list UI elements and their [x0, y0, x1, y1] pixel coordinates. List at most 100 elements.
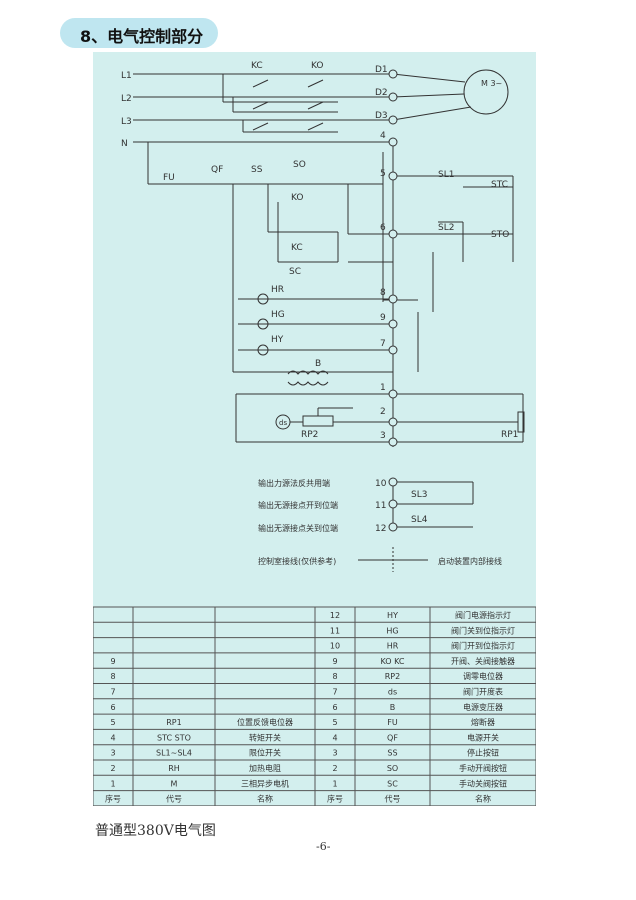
terminal-11: 11	[375, 501, 386, 511]
line-label-n: N	[121, 139, 128, 149]
table-cell: 5	[332, 718, 337, 727]
table-cell: QF	[387, 733, 398, 742]
table-cell: 名称	[257, 794, 273, 804]
table-cell: 3	[110, 749, 115, 758]
terminal-1: 1	[380, 383, 386, 393]
table-cell: 7	[332, 688, 337, 697]
label-ds: ds	[279, 419, 287, 427]
label-kc-aux: KC	[291, 243, 303, 253]
table-cell: 名称	[475, 794, 491, 804]
table-cell: 停止按钮	[467, 748, 499, 758]
label-hy: HY	[271, 335, 284, 345]
table-cell: RH	[168, 764, 180, 773]
terminal-7: 7	[380, 339, 386, 349]
wiring-diagram: L1 L2 L3 N KC KO D1 D2 D3 4 5 6 8 9 7 1 …	[93, 61, 536, 806]
terminal-8: 8	[380, 288, 386, 298]
label-b: B	[315, 359, 321, 369]
table-cell: 阀门开度表	[463, 687, 503, 697]
table-cell: 6	[110, 703, 115, 712]
terminal-6: 6	[380, 223, 386, 233]
table-cell: SL1~SL4	[156, 749, 192, 758]
table-cell: 9	[332, 657, 337, 666]
table-cell: HR	[387, 642, 399, 651]
table-cell: 限位开关	[249, 748, 281, 758]
label-sl4: SL4	[411, 515, 428, 525]
table-cell: B	[390, 703, 396, 712]
table-cell: 调零电位器	[463, 671, 503, 681]
table-cell: 3	[332, 749, 337, 758]
table-cell: 8	[332, 672, 337, 681]
table-cell: SO	[387, 764, 398, 773]
table-cell: 阀门关到位指示灯	[451, 625, 515, 635]
table-cell: 序号	[327, 794, 343, 804]
note-control-room: 控制室接线(仅供参考)	[258, 556, 336, 566]
table-cell: ds	[388, 688, 397, 697]
table-cell: RP1	[166, 718, 181, 727]
terminal-3: 3	[380, 431, 386, 441]
page-number: -6-	[316, 840, 331, 853]
label-ko-aux: KO	[291, 193, 304, 203]
table-cell: 开阀、关阀接触器	[451, 656, 515, 666]
note-terminal-12: 输出无源接点关到位端	[258, 523, 338, 533]
table-cell: FU	[387, 718, 398, 727]
label-stc: STC	[491, 180, 508, 190]
terminal-2: 2	[380, 407, 386, 417]
table-cell: STC STO	[157, 733, 191, 742]
table-cell: 12	[330, 611, 340, 620]
table-cell: 9	[110, 657, 115, 666]
label-sto: STO	[491, 230, 509, 240]
label-hr: HR	[271, 285, 284, 295]
table-cell: 5	[110, 718, 115, 727]
table-cell: 电源开关	[467, 732, 499, 742]
table-cell: 6	[332, 703, 337, 712]
label-kc: KC	[251, 61, 263, 71]
table-cell: KO KC	[380, 657, 404, 666]
table-cell: SC	[387, 779, 398, 788]
terminal-d2: D2	[375, 88, 388, 98]
table-cell: 手动关阀按钮	[459, 778, 507, 788]
table-cell: 三相异步电机	[241, 778, 289, 788]
table-cell: SS	[387, 749, 397, 758]
table-cell: 代号	[166, 794, 182, 804]
table-cell: 2	[110, 764, 115, 773]
line-label-l3: L3	[121, 117, 132, 127]
section-title: 8、电气控制部分	[80, 27, 204, 46]
line-label-l1: L1	[121, 71, 132, 81]
terminal-4: 4	[380, 131, 386, 141]
table-cell: 序号	[105, 794, 121, 804]
table-cell: RP2	[385, 672, 400, 681]
note-device-internal: 启动装置内部接线	[438, 556, 502, 566]
label-so: SO	[293, 160, 306, 170]
label-ko: KO	[311, 61, 324, 71]
table-cell: 阀门电源指示灯	[455, 610, 511, 620]
terminal-12: 12	[375, 524, 386, 534]
table-cell: 2	[332, 764, 337, 773]
motor-label: M 3~	[481, 79, 502, 88]
table-cell: 熔断器	[471, 717, 495, 727]
table-cell: 手动开阀按钮	[459, 763, 507, 773]
table-cell: HY	[387, 611, 398, 620]
figure-caption: 普通型380V电气图	[95, 823, 216, 839]
line-label-l2: L2	[121, 94, 132, 104]
terminal-d3: D3	[375, 111, 388, 121]
table-cell: 转矩开关	[249, 732, 281, 742]
terminal-9: 9	[380, 313, 386, 323]
table-cell: 阀门开到位指示灯	[451, 641, 515, 651]
terminal-10: 10	[375, 479, 387, 489]
note-terminal-10: 输出力源法反共用端	[258, 478, 330, 488]
label-hg: HG	[271, 310, 285, 320]
label-ss: SS	[251, 165, 263, 175]
label-qf: QF	[211, 165, 223, 175]
power-lines	[133, 69, 525, 572]
table-cell: M	[171, 779, 178, 788]
terminal-d1: D1	[375, 65, 388, 75]
label-sl1: SL1	[438, 170, 454, 180]
table-cell: 8	[110, 672, 115, 681]
table-cell: 电源变压器	[463, 702, 503, 712]
table-cell: 11	[330, 626, 340, 635]
section-badge	[60, 18, 218, 48]
table-cell: 1	[332, 779, 337, 788]
table-cell: 1	[110, 779, 115, 788]
table-cell: 加热电阻	[249, 763, 281, 773]
